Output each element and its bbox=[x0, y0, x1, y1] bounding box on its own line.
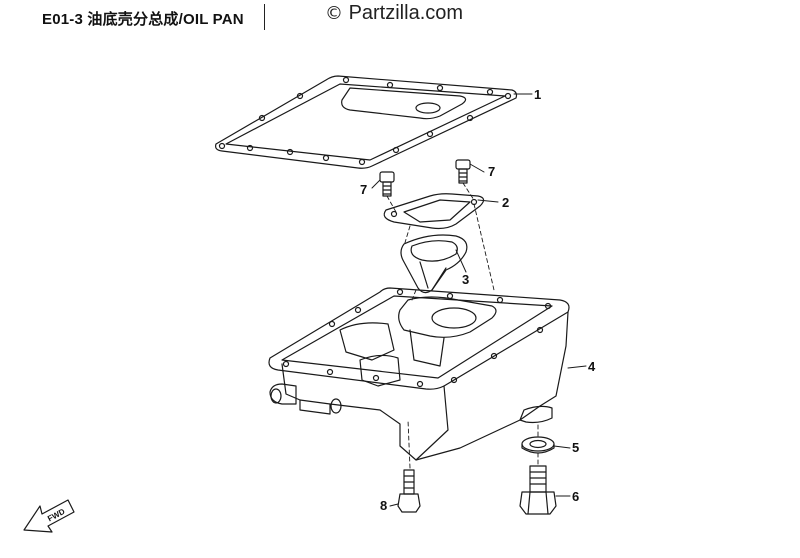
callout-1[interactable]: 1 bbox=[534, 87, 541, 102]
part-2-strainer-gasket[interactable] bbox=[383, 193, 485, 230]
callout-5[interactable]: 5 bbox=[572, 440, 579, 455]
title-divider bbox=[264, 4, 265, 30]
part-1-oil-pan-gasket[interactable] bbox=[215, 75, 518, 169]
leader-lines bbox=[371, 93, 587, 507]
callout-2[interactable]: 2 bbox=[502, 195, 509, 210]
watermark: © Partzilla.com bbox=[325, 2, 463, 25]
part-8-flange-bolt[interactable] bbox=[397, 469, 421, 513]
part-6-drain-bolt[interactable] bbox=[519, 465, 557, 515]
copyright-symbol: © bbox=[325, 3, 343, 24]
part-7-bolt-left[interactable] bbox=[379, 171, 395, 197]
callout-7-left[interactable]: 7 bbox=[360, 182, 367, 197]
callout-4[interactable]: 4 bbox=[588, 359, 596, 374]
diagram-title: E01-3 油底壳分总成/OIL PAN bbox=[42, 11, 244, 28]
callout-7-right[interactable]: 7 bbox=[488, 164, 495, 179]
part-5-washer[interactable] bbox=[521, 436, 555, 454]
title-bar: E01-3 油底壳分总成/OIL PAN © Partzilla.com bbox=[0, 0, 800, 30]
part-7-bolt-right[interactable] bbox=[455, 159, 471, 184]
watermark-text: Partzilla.com bbox=[348, 2, 464, 24]
alignment-lines bbox=[386, 182, 539, 469]
callout-8[interactable]: 8 bbox=[380, 498, 387, 513]
part-3-oil-strainer[interactable] bbox=[400, 234, 468, 294]
fwd-direction-arrow: FWD bbox=[23, 499, 75, 533]
callout-3[interactable]: 3 bbox=[462, 272, 469, 287]
part-4-oil-pan[interactable] bbox=[268, 287, 570, 461]
callout-6[interactable]: 6 bbox=[572, 489, 579, 504]
